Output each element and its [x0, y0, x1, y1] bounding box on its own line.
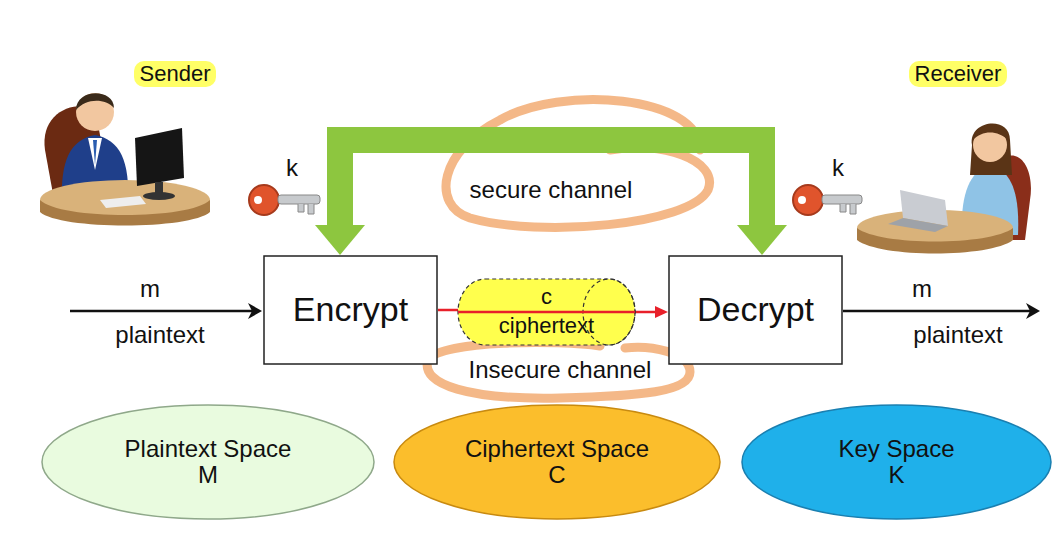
message-label: plaintext	[913, 322, 1002, 348]
space-ellipse: Key SpaceK	[741, 404, 1052, 520]
node-title: c	[458, 285, 635, 309]
receiver-figure	[857, 124, 1031, 254]
node-symbol: M	[198, 462, 218, 488]
process-box: Decrypt	[668, 255, 843, 365]
key-label: k	[286, 155, 298, 181]
plaintext-arrow	[70, 303, 262, 319]
role-label: Sender	[134, 61, 217, 87]
space-ellipse: Plaintext SpaceM	[41, 404, 375, 520]
node-symbol: K	[888, 462, 904, 488]
space-ellipse: Ciphertext SpaceC	[393, 404, 721, 520]
process-box: Encrypt	[263, 255, 438, 365]
message-label: m	[912, 276, 932, 302]
hand-scribble	[427, 343, 690, 399]
edge-label: secure channel	[470, 177, 633, 203]
node-title: Plaintext Space	[125, 436, 292, 462]
ciphertext-arrow	[635, 306, 668, 318]
key-label: k	[832, 155, 844, 181]
channel-label: Insecure channel	[469, 357, 652, 383]
message-label: m	[140, 276, 160, 302]
role-label: Receiver	[909, 61, 1008, 87]
node-title: Ciphertext Space	[465, 436, 649, 462]
node-symbol: C	[548, 462, 565, 488]
ciphertext-arrow	[438, 310, 458, 311]
key-icon	[249, 185, 320, 215]
message-label: plaintext	[115, 322, 204, 348]
node-symbol: ciphertext	[458, 314, 635, 338]
secure-channel-arrow	[315, 140, 787, 255]
hand-scribble	[446, 100, 710, 228]
plaintext-arrow	[843, 303, 1040, 319]
node-title: Key Space	[838, 436, 954, 462]
node-title: Decrypt	[697, 291, 814, 328]
node-title: Encrypt	[293, 291, 408, 328]
sender-figure	[40, 93, 210, 226]
key-icon	[793, 185, 862, 215]
channel-cylinder: c ciphertext	[458, 278, 635, 346]
